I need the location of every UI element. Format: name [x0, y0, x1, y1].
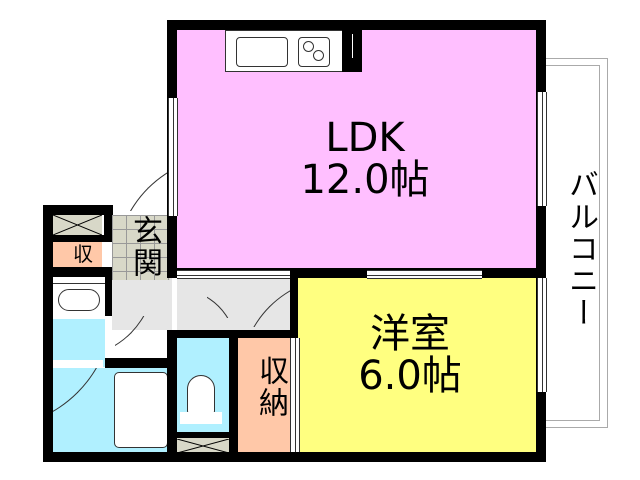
sink-icon: [236, 37, 288, 67]
ldk-balcony-window[interactable]: [537, 92, 547, 206]
storage-label: 収納: [253, 355, 288, 419]
room-western: [298, 278, 536, 452]
storage-x-box: [53, 215, 102, 235]
wall-toilet-x: [177, 432, 229, 438]
washbasin-icon: [53, 284, 105, 319]
wall-storage-divider: [43, 235, 112, 242]
entrance-label: 玄関: [127, 215, 162, 279]
cross-icon: [176, 438, 230, 454]
wall-ldk-bottom: [167, 268, 546, 278]
balcony-label: バルコニー: [563, 169, 598, 329]
bathtub-icon: [114, 372, 168, 448]
ldk-hall-sliding-door[interactable]: [177, 270, 290, 279]
wall-right: [536, 20, 546, 462]
wall-left: [43, 205, 53, 462]
western-balcony-window[interactable]: [537, 278, 547, 392]
balcony: バルコニー: [546, 58, 608, 428]
wall-wash-right: [105, 277, 112, 316]
wall-washroom-top: [43, 267, 112, 277]
wall-bath-top: [105, 358, 177, 368]
small-storage-label: 収: [73, 242, 93, 266]
western-size: 6.0帖: [358, 353, 462, 399]
ldk-size: 12.0帖: [300, 157, 430, 203]
toilet-icon: [187, 375, 215, 415]
toilet-x-box: [176, 438, 230, 454]
storage-closet: [238, 338, 290, 452]
entrance-tile: [112, 215, 170, 280]
small-storage: 収: [53, 242, 102, 267]
ldk-name: LDK: [325, 115, 405, 161]
wall-top: [167, 20, 546, 30]
wall-toilet-right: [229, 330, 238, 452]
cross-icon: [53, 215, 102, 235]
ldk-left-window[interactable]: [168, 98, 178, 216]
ldk-label: LDK 12.0帖: [280, 117, 450, 201]
wall-toilet-left: [167, 330, 177, 452]
kitchen-counter: [225, 30, 345, 72]
washroom: [53, 277, 105, 367]
western-name: 洋室: [370, 311, 450, 357]
ldk-western-sliding-door[interactable]: [367, 270, 482, 279]
wall-left-top: [43, 205, 113, 215]
wall-bottom: [43, 452, 546, 462]
stove-icon: [298, 37, 330, 67]
western-storage-door[interactable]: [290, 338, 300, 452]
western-label: 洋室 6.0帖: [340, 313, 480, 397]
wall-entrance-right-inner: [104, 205, 112, 242]
